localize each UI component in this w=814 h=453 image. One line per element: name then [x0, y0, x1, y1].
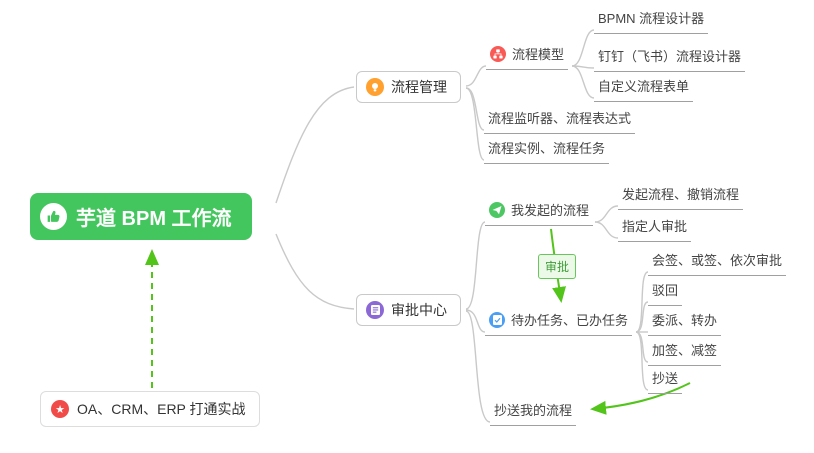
node-custom-form[interactable]: 自定义流程表单 [594, 75, 694, 102]
checklist-icon [489, 311, 505, 328]
node-listener-expression[interactable]: 流程监听器、流程表达式 [484, 107, 636, 134]
node-cc-my-processes[interactable]: 抄送我的流程 [490, 399, 577, 426]
branch-label: 审批中心 [391, 302, 447, 318]
node-assignee-approval[interactable]: 指定人审批 [618, 215, 692, 242]
lightbulb-icon [366, 78, 384, 96]
root-node-label: 芋道 BPM 工作流 [76, 208, 232, 230]
branch-process-management[interactable]: 流程管理 [356, 71, 461, 103]
node-add-remove-sign[interactable]: 加签、减签 [648, 339, 722, 366]
practice-node[interactable]: ★ OA、CRM、ERP 打通实战 [40, 391, 260, 427]
node-delegate-transfer[interactable]: 委派、转办 [648, 309, 722, 336]
node-initiate-cancel[interactable]: 发起流程、撤销流程 [618, 183, 744, 210]
node-my-processes[interactable]: 我发起的流程 [485, 199, 594, 226]
node-instance-task[interactable]: 流程实例、流程任务 [484, 137, 610, 164]
thumbs-up-icon [40, 203, 67, 230]
root-node[interactable]: 芋道 BPM 工作流 [30, 193, 252, 240]
branch-label: 流程管理 [391, 79, 447, 95]
node-process-model[interactable]: 流程模型 [486, 43, 569, 70]
node-countersign[interactable]: 会签、或签、依次审批 [648, 249, 787, 276]
branch-approval-center[interactable]: 审批中心 [356, 294, 461, 326]
star-icon: ★ [51, 400, 69, 418]
practice-node-label: OA、CRM、ERP 打通实战 [77, 401, 246, 417]
send-icon [489, 201, 505, 218]
approve-badge: 审批 [538, 254, 577, 279]
node-todo-done-tasks[interactable]: 待办任务、已办任务 [485, 309, 633, 336]
node-bpmn-designer[interactable]: BPMN 流程设计器 [594, 7, 709, 34]
workflow-icon [490, 45, 506, 62]
node-label: 待办任务、已办任务 [511, 313, 629, 328]
node-cc[interactable]: 抄送 [648, 367, 683, 394]
document-icon [366, 301, 384, 319]
node-dingtalk-designer[interactable]: 钉钉（飞书）流程设计器 [594, 45, 746, 72]
node-reject[interactable]: 驳回 [648, 279, 683, 306]
node-label: 我发起的流程 [511, 203, 590, 218]
node-label: 流程模型 [512, 47, 565, 62]
